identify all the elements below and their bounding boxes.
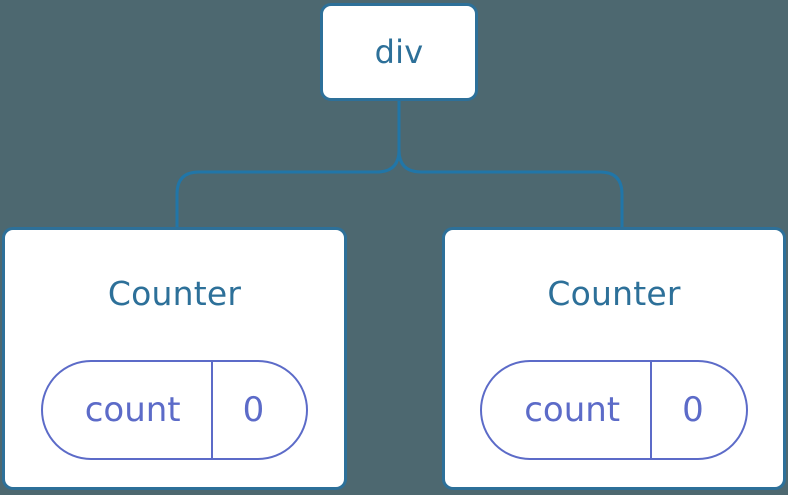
state-key-right: count (524, 390, 621, 430)
node-div-label: div (374, 33, 424, 71)
state-key-left: count (84, 390, 181, 430)
state-value-right: 0 (682, 390, 704, 430)
connector-right (397, 99, 624, 230)
state-pill-right[interactable]: count 0 (480, 360, 748, 460)
connector-left (175, 99, 401, 230)
node-counter-right[interactable]: Counter count 0 (442, 227, 786, 490)
state-divider-left (210, 362, 213, 458)
node-div[interactable]: div (320, 3, 478, 101)
node-counter-left[interactable]: Counter count 0 (2, 227, 347, 490)
node-counter-left-label: Counter (107, 274, 242, 313)
state-divider-right (650, 362, 653, 458)
state-value-left: 0 (242, 390, 265, 430)
node-counter-right-label: Counter (547, 274, 681, 313)
state-pill-left[interactable]: count 0 (40, 360, 309, 460)
